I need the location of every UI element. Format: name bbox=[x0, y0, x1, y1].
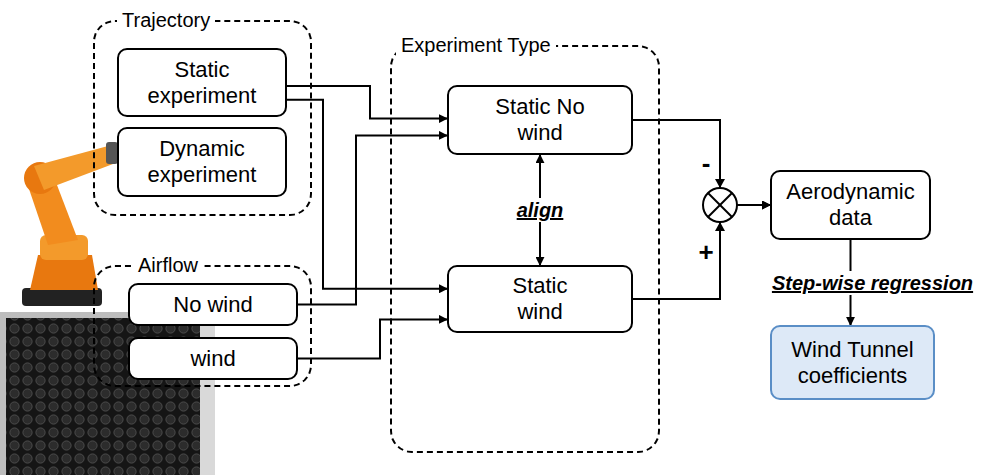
edge-label: + bbox=[698, 240, 713, 264]
connector bbox=[298, 135, 447, 304]
process-box: Static experiment bbox=[117, 48, 287, 117]
process-box: wind bbox=[128, 337, 298, 380]
group-frame: AirflowNo windwind bbox=[93, 265, 312, 387]
group-title: Experiment Type bbox=[396, 33, 556, 57]
box-label: Static No wind bbox=[493, 94, 588, 146]
box-label: Dynamic experiment bbox=[132, 136, 272, 188]
edge-label: - bbox=[702, 151, 711, 175]
box-label: wind bbox=[190, 346, 235, 372]
process-box: Aerodynamic data bbox=[770, 170, 931, 240]
process-box: Wind Tunnel coefficients bbox=[770, 325, 935, 400]
connector bbox=[633, 205, 770, 299]
group-title: Airflow bbox=[133, 253, 203, 277]
process-box: Static wind bbox=[447, 265, 633, 333]
process-box: Static No wind bbox=[447, 85, 633, 155]
box-label: No wind bbox=[173, 292, 252, 318]
group-title: Trajectory bbox=[117, 8, 215, 32]
box-label: Static wind bbox=[493, 273, 588, 325]
box-label: Static experiment bbox=[132, 57, 272, 109]
connector bbox=[633, 120, 770, 205]
process-box: Dynamic experiment bbox=[117, 127, 287, 197]
edge-label: Step-wise regression bbox=[769, 271, 976, 295]
group-frame: TrajectoryStatic experimentDynamic exper… bbox=[93, 20, 312, 216]
box-label: Wind Tunnel coefficients bbox=[780, 337, 925, 389]
connector bbox=[298, 319, 447, 358]
box-label: Aerodynamic data bbox=[778, 179, 923, 231]
process-box: No wind bbox=[128, 283, 298, 326]
sum-circle bbox=[703, 179, 737, 231]
edge-label: align bbox=[514, 198, 567, 222]
group-frame: Experiment TypeStatic No windStatic wind bbox=[390, 45, 660, 453]
robot-arm bbox=[22, 142, 118, 306]
